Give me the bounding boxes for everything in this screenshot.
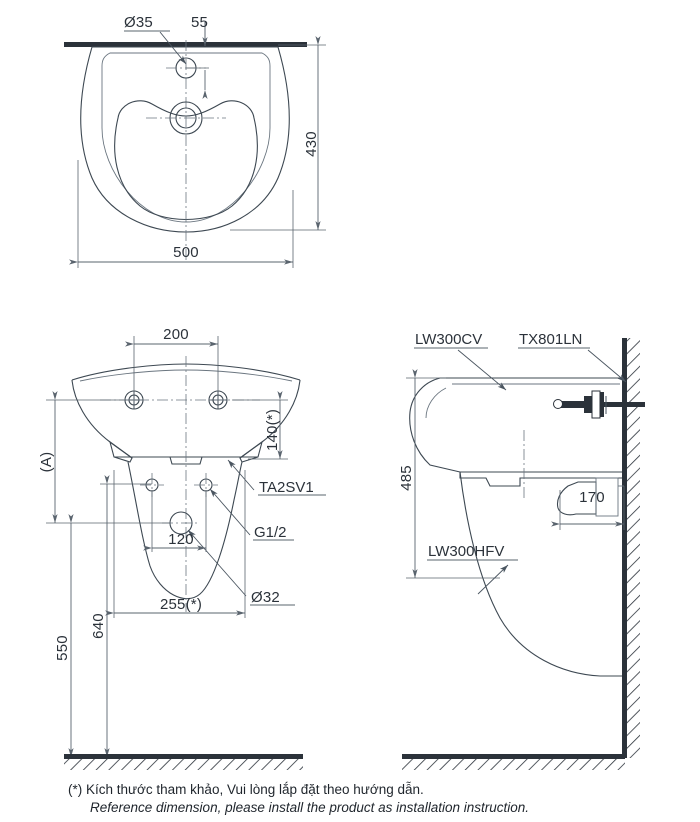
top-view: Ø35 55 430 500: [64, 14, 326, 268]
side-anchor-bolt: [553, 390, 645, 419]
front-view: 200 140(*) TA2SV1 G1/2 Ø32 120 255(*) (A: [38, 326, 326, 770]
shroud-model-label: LW300HFV: [428, 543, 504, 560]
overall-height-label: 485: [398, 465, 415, 491]
side-shroud-back-line: [459, 472, 622, 487]
front-shelf-notch: [169, 456, 203, 465]
height-to-supply-label: 550: [54, 635, 71, 661]
drain-callout-label: Ø32: [251, 589, 280, 606]
anchor-bolt-leader: [587, 349, 627, 383]
footer-note-english: Reference dimension, please install the …: [90, 800, 529, 815]
bolt-spacing-label: 200: [163, 326, 189, 343]
side-view-floor-hatch: [402, 759, 625, 770]
basin-model-leader: [457, 349, 507, 391]
front-bracket-left: [109, 440, 133, 463]
side-basin-inner-edge: [425, 387, 447, 419]
side-trap-outline: [556, 481, 597, 516]
footer-notes: (*) Kích thước tham khảo, Vui lòng lắp đ…: [68, 782, 529, 815]
shroud-model-leader: [477, 564, 509, 595]
height-a-label: (A): [38, 452, 55, 473]
side-basin-profile: [409, 377, 622, 473]
tap-hole-diameter-label: Ø35: [124, 14, 153, 31]
basin-outer-outline: [80, 46, 290, 233]
side-view-floor-line: [402, 754, 625, 759]
side-trap-flange: [595, 477, 619, 517]
front-view-floor-line: [64, 754, 303, 759]
drain-callout-leader: [187, 529, 247, 597]
bracket-callout-leader: [227, 459, 255, 491]
bracket-height-label: 140(*): [264, 409, 281, 451]
anchor-bolt-label: TX801LN: [519, 331, 582, 348]
supply-callout-leader: [209, 488, 251, 536]
side-view-wall-hatch: [627, 338, 640, 758]
tap-hole-leader: [159, 31, 187, 65]
side-shroud-profile: [459, 471, 622, 677]
footer-note-vietnamese: (*) Kích thước tham khảo, Vui lòng lắp đ…: [68, 782, 424, 797]
bowl-width-ref-label: 255(*): [160, 596, 202, 613]
bracket-callout-label: TA2SV1: [259, 479, 314, 496]
supply-callout-label: G1/2: [254, 524, 287, 541]
tap-hole-setback-label: 55: [191, 14, 208, 31]
top-view-wall-line: [64, 42, 307, 47]
height-to-drain-label: 640: [90, 613, 107, 639]
basin-bowl-outline: [114, 100, 258, 220]
front-basin-left-side: [71, 379, 133, 459]
overall-depth-label: 430: [303, 131, 320, 157]
trap-projection-label: 170: [579, 489, 605, 506]
basin-model-label: LW300CV: [415, 331, 482, 348]
side-view: 485 170 LW300CV TX801LN LW300HFV: [398, 331, 645, 770]
side-view-wall-line: [622, 338, 627, 758]
front-shroud-outline: [127, 461, 243, 600]
front-view-floor-hatch: [64, 759, 303, 770]
supply-spacing-label: 120: [168, 531, 194, 548]
overall-width-label: 500: [173, 244, 199, 261]
